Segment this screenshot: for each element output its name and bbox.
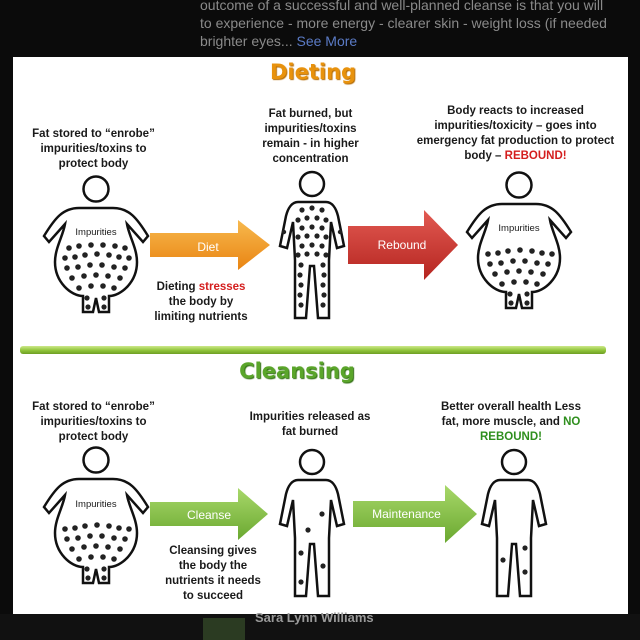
- diet-arrow: [150, 220, 270, 270]
- thin-figure-releasing-impurities: [278, 448, 346, 598]
- dieting-note: Dieting stresses the body by limiting nu…: [151, 280, 251, 325]
- stresses-emphasis: stresses: [198, 281, 246, 293]
- cleanse-arrow: [150, 488, 268, 540]
- thin-figure-dense-impurities: [278, 170, 346, 320]
- dieting-note-prefix: Dieting: [156, 281, 196, 293]
- background-text-line-1: outcome of a successful and well-planned…: [200, 0, 604, 13]
- impurities-label-cleanse: Impurities: [75, 499, 117, 510]
- infographic-card: Dieting Fat stored to “enrobe” impuritie…: [13, 57, 628, 614]
- cleansing-fig2-caption: Impurities released as fat burned: [249, 411, 371, 438]
- commenter-name[interactable]: Sara Lynn Williams: [255, 610, 374, 625]
- section-divider: [20, 346, 606, 354]
- dieting-title: Dieting: [269, 60, 357, 84]
- impurities-label-3: Impurities: [498, 223, 540, 234]
- rebound-arrow: [348, 210, 458, 280]
- fat-figure-with-impurities: [42, 175, 150, 314]
- healthy-thin-figure: [480, 448, 548, 598]
- page-footer-bar: [0, 614, 640, 640]
- background-text-line-2: to experience - more energy - clearer sk…: [200, 15, 607, 31]
- see-more-link[interactable]: See More: [296, 33, 358, 49]
- cleansing-fig3-caption: Better overall health Less fat, more mus…: [441, 400, 581, 445]
- maintenance-arrow: [353, 485, 477, 543]
- cleansing-fig3-caption-text: Better overall health Less fat, more mus…: [441, 401, 581, 428]
- background-text-fragment: brighter eyes...: [200, 33, 293, 49]
- dieting-fig2-caption: Fat burned, but impurities/toxins remain…: [262, 108, 359, 165]
- dieting-fig3-caption-text: Body reacts to increased impurities/toxi…: [416, 105, 615, 162]
- cleansing-title: Cleansing: [239, 359, 355, 383]
- dieting-note-suffix: the body by limiting nutrients: [154, 296, 248, 323]
- diet-arrow-label: Diet: [197, 240, 219, 254]
- rebound-emphasis: REBOUND!: [504, 150, 567, 162]
- rebound-arrow-label: Rebound: [377, 238, 427, 252]
- avatar[interactable]: [203, 618, 245, 640]
- cleansing-fig1-caption: Fat stored to “enrobe” impurities/toxins…: [32, 401, 155, 443]
- cleanse-arrow-label: Cleanse: [186, 508, 232, 522]
- rebound-fat-figure: [465, 171, 573, 310]
- dieting-fig3-caption: Body reacts to increased impurities/toxi…: [408, 104, 623, 164]
- dieting-fig1-caption: Fat stored to “enrobe” impurities/toxins…: [32, 128, 155, 170]
- maintenance-arrow-label: Maintenance: [372, 507, 441, 521]
- cleansing-note: Cleansing gives the body the nutrients i…: [165, 545, 261, 602]
- fat-figure-before-cleanse: [42, 446, 150, 585]
- no-rebound-emphasis: NO REBOUND!: [480, 416, 581, 443]
- background-text-line-3: brighter eyes... See More: [200, 32, 357, 50]
- impurities-label-1: Impurities: [75, 227, 117, 238]
